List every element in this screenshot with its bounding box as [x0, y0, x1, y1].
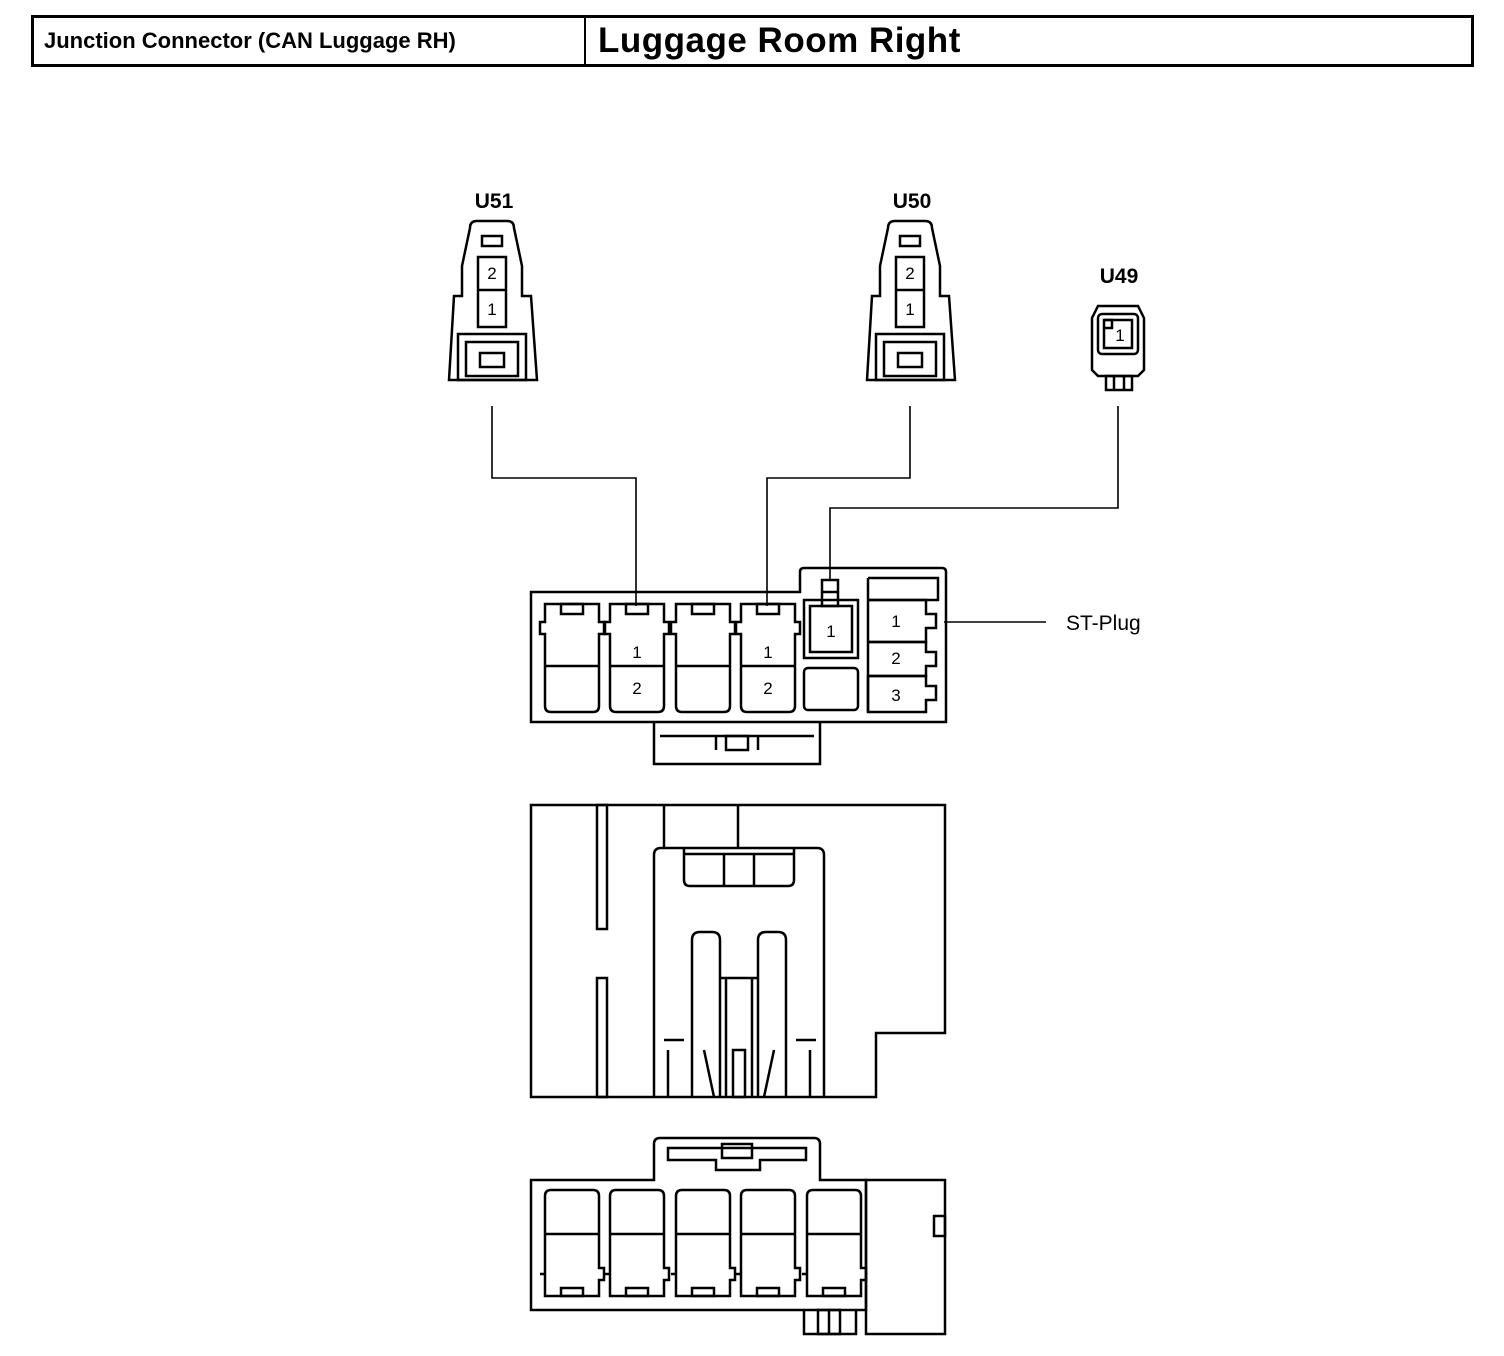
st-plug-label: ST-Plug — [1066, 612, 1141, 635]
st-plug-pin-3: 3 — [891, 686, 900, 705]
u51-pin-2: 2 — [487, 264, 496, 283]
junction-cavity-b-pin-1: 1 — [763, 643, 772, 662]
junction-connector-top — [529, 803, 947, 1099]
wire-u49 — [829, 406, 1119, 580]
u50-pin-1: 1 — [905, 300, 914, 319]
connector-u49 — [1090, 304, 1146, 392]
junction-connector-front — [529, 566, 948, 766]
header-table: Junction Connector (CAN Luggage RH) Lugg… — [31, 15, 1474, 67]
u51-label: U51 — [475, 190, 514, 213]
st-plug-pin-2: 2 — [891, 649, 900, 668]
u49-pin-1: 1 — [1115, 326, 1124, 345]
junction-cavity-c-pin-1: 1 — [826, 622, 835, 641]
junction-cavity-b-pin-2: 2 — [763, 679, 772, 698]
u49-label: U49 — [1100, 265, 1139, 288]
wire-u50 — [766, 406, 911, 606]
u50-label: U50 — [893, 190, 932, 213]
location-title: Luggage Room Right — [598, 21, 961, 60]
u50-pin-2: 2 — [905, 264, 914, 283]
connector-u51 — [447, 219, 539, 382]
wire-u51 — [491, 406, 637, 606]
wires — [491, 406, 1119, 623]
junction-cavity-a-pin-2: 2 — [632, 679, 641, 698]
st-plug-pin-1: 1 — [891, 612, 900, 631]
connector-name: Junction Connector (CAN Luggage RH) — [34, 18, 586, 64]
u51-pin-1: 1 — [487, 300, 496, 319]
junction-cavity-a-pin-1: 1 — [632, 643, 641, 662]
junction-connector-rear — [529, 1136, 947, 1336]
connector-u50 — [865, 219, 957, 382]
